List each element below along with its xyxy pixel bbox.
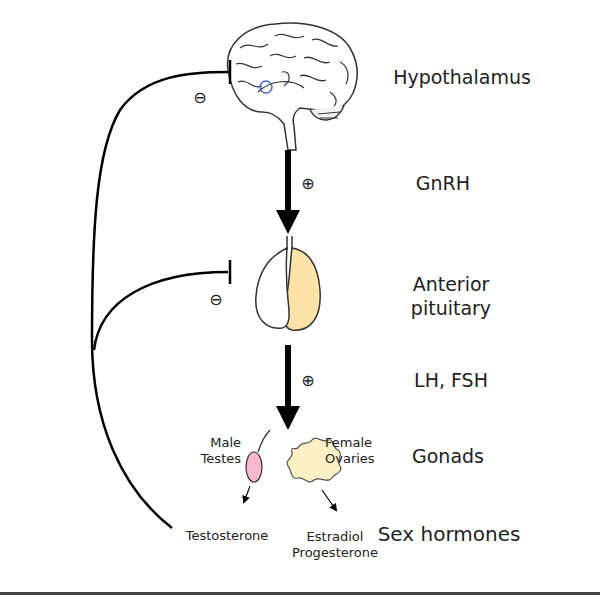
stimulate-sign: ⊕ <box>296 371 320 391</box>
border-line <box>0 592 600 595</box>
region-label: Gonads <box>388 445 508 469</box>
inhibit-sign: ⊖ <box>204 290 228 310</box>
testis-drawing <box>246 430 270 482</box>
inhibit-sign: ⊖ <box>188 88 212 108</box>
secretion-arrow <box>322 490 336 510</box>
secretion-arrow <box>244 486 250 502</box>
region-label: Sex hormones <box>374 522 524 547</box>
brain-drawing <box>228 23 358 150</box>
pituitary-drawing <box>256 236 320 330</box>
stimulate-arrow <box>285 345 291 418</box>
stimulate-sign: ⊕ <box>296 174 320 194</box>
region-label: Anterior pituitary <box>386 273 516 321</box>
stimulate-arrow <box>285 150 291 222</box>
organ-label: Female Ovaries <box>325 435 395 468</box>
hormone-label: LH, FSH <box>391 369 511 393</box>
region-label: Hypothalamus <box>377 66 547 90</box>
hormone-label: Testosterone <box>172 528 282 544</box>
organ-label: Male Testes <box>179 435 241 468</box>
hormone-label: GnRH <box>383 172 503 196</box>
hormone-label: Estradiol Progesterone <box>285 529 385 562</box>
